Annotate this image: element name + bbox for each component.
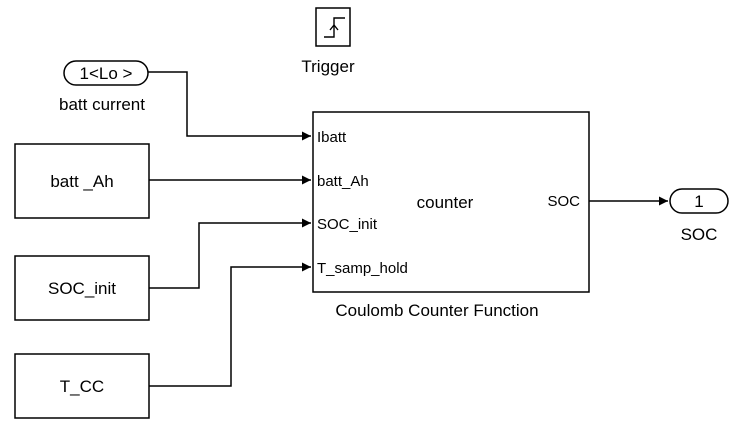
outport-label: SOC xyxy=(681,225,718,244)
inport-batt-current[interactable]: 1<Lo > xyxy=(63,60,149,86)
trigger-label: Trigger xyxy=(301,57,355,76)
constant-block-batt-ah[interactable]: batt _Ah xyxy=(14,143,150,219)
input-port-t-samp-hold: T_samp_hold xyxy=(317,260,408,277)
signal-line-batt-current[interactable] xyxy=(148,71,311,141)
input-port-batt-ah: batt_Ah xyxy=(317,173,369,190)
trigger-rising-edge-icon xyxy=(324,17,345,38)
input-port-ibatt: Ibatt xyxy=(317,129,347,146)
constant-label: batt _Ah xyxy=(50,172,113,191)
subsystem-name: Coulomb Counter Function xyxy=(335,301,538,320)
outport-number: 1 xyxy=(694,192,703,211)
outport-soc[interactable]: 1 xyxy=(669,188,729,214)
signal-line-soc-init[interactable] xyxy=(149,218,311,289)
subsystem-block[interactable]: Ibatt batt_Ah SOC_init T_samp_hold count… xyxy=(312,111,590,293)
inport-tag: 1<Lo > xyxy=(80,64,133,83)
constant-label: T_CC xyxy=(60,377,104,396)
constant-block-soc-init[interactable]: SOC_init xyxy=(14,255,150,321)
constant-label: SOC_init xyxy=(48,279,116,298)
subsystem-center-label: counter xyxy=(417,193,474,212)
signal-line-t-cc[interactable] xyxy=(149,262,311,387)
input-port-soc-init: SOC_init xyxy=(317,216,378,233)
trigger-block[interactable] xyxy=(315,7,351,47)
constant-block-t-cc[interactable]: T_CC xyxy=(14,353,150,419)
inport-label: batt current xyxy=(59,95,145,114)
output-port-soc: SOC xyxy=(547,193,580,210)
